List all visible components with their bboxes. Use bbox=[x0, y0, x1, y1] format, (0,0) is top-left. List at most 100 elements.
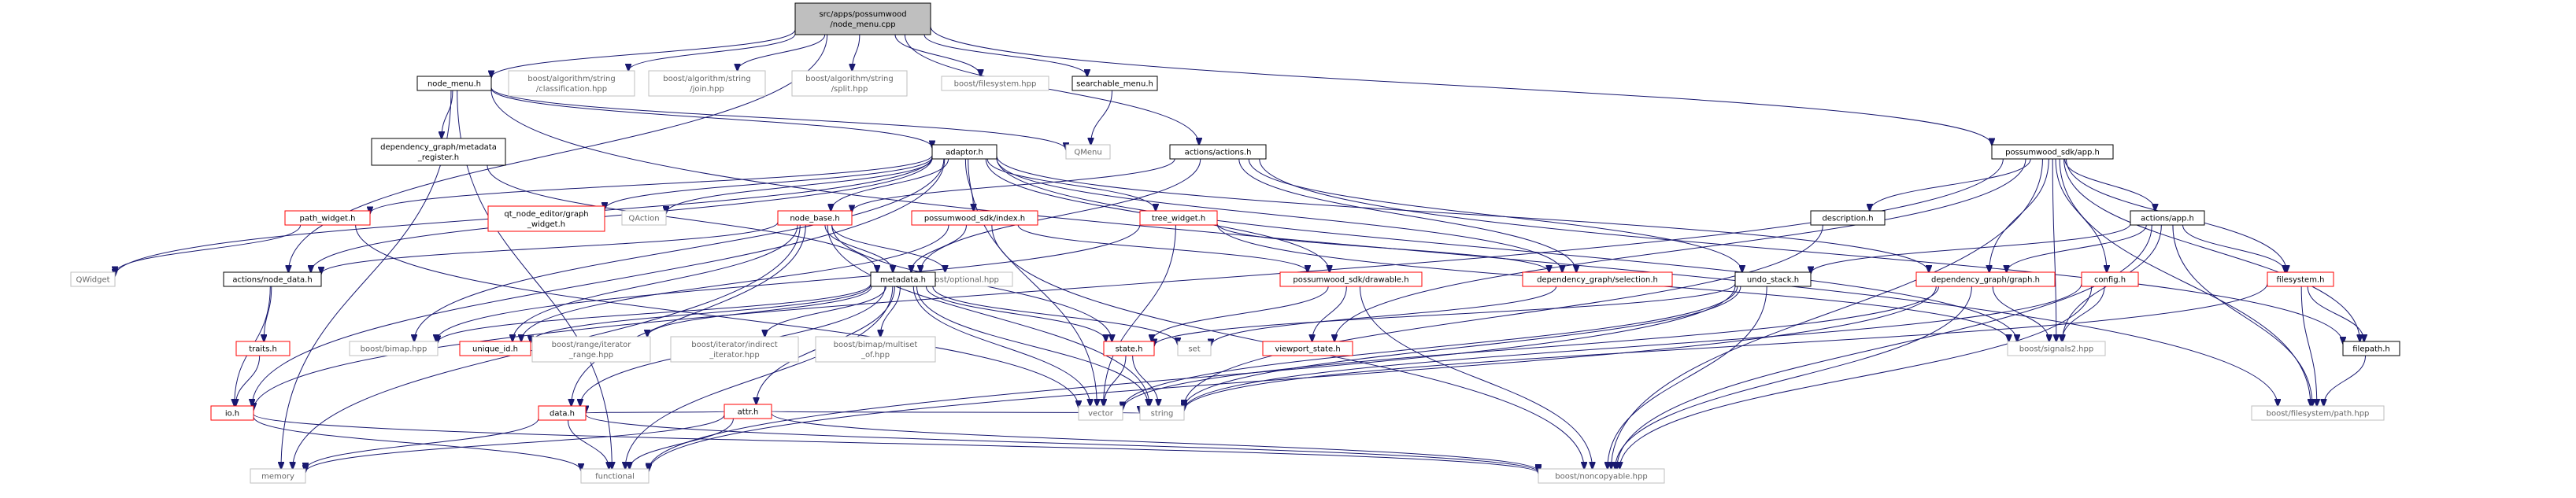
edge-undo_stack-to-state bbox=[1154, 283, 1736, 345]
node-box-sdk_app[interactable] bbox=[1991, 144, 2114, 160]
node-state[interactable]: state.h bbox=[1103, 341, 1155, 356]
node-metadata[interactable]: metadata.h bbox=[870, 271, 936, 287]
node-box-qaction bbox=[621, 210, 667, 226]
node-filepath[interactable]: filepath.h bbox=[2342, 341, 2400, 356]
node-box-dg_metadata_register[interactable] bbox=[371, 138, 506, 166]
edge-dg_graph-to-signals2 bbox=[1992, 286, 2049, 341]
edge-adaptor-to-qaction bbox=[666, 158, 933, 213]
node-actions_node_data[interactable]: actions/node_data.h bbox=[223, 271, 322, 287]
node-box-undo_stack[interactable] bbox=[1734, 271, 1812, 287]
node-box-viewport_state[interactable] bbox=[1262, 341, 1353, 356]
edge-undo_stack-to-noncopyable bbox=[1608, 286, 1767, 469]
node-memory: memory bbox=[250, 468, 306, 484]
node-dg_metadata_register[interactable]: dependency_graph/metadata_register.h bbox=[371, 138, 506, 166]
node-io[interactable]: io.h bbox=[210, 405, 254, 421]
node-label-qaction-line-0: QAction bbox=[628, 215, 659, 223]
node-box-memory bbox=[250, 468, 306, 484]
node-box-actions_app[interactable] bbox=[2130, 210, 2205, 226]
node-box-path_widget[interactable] bbox=[284, 210, 371, 226]
node-sdk_drawable[interactable]: possumwood_sdk/drawable.h bbox=[1279, 271, 1423, 287]
edge-actions_actions-to-node_base bbox=[852, 158, 1175, 212]
node-box-actions_node_data[interactable] bbox=[223, 271, 322, 287]
edge-adaptor-to-tree_widget bbox=[986, 158, 1156, 211]
node-label-actions_app-line-0: actions/app.h bbox=[2141, 215, 2194, 223]
edge-node_menu-to-dg_metadata_register bbox=[442, 90, 453, 138]
node-box-data[interactable] bbox=[538, 405, 587, 421]
edge-root-to-sdk_app bbox=[930, 26, 1992, 146]
node-description[interactable]: description.h bbox=[1810, 210, 1886, 226]
node-box-state[interactable] bbox=[1103, 341, 1155, 356]
node-box-io[interactable] bbox=[210, 405, 254, 421]
node-box-node_base[interactable] bbox=[777, 210, 853, 226]
node-box-actions_actions[interactable] bbox=[1169, 144, 1267, 160]
node-label-string-line-0: string bbox=[1151, 410, 1174, 419]
node-label-vector-line-0: vector bbox=[1088, 410, 1114, 419]
node-label-functional-line-0: functional bbox=[595, 473, 635, 481]
node-box-attr[interactable] bbox=[724, 404, 772, 419]
node-attr[interactable]: attr.h bbox=[724, 404, 772, 419]
node-actions_actions[interactable]: actions/actions.h bbox=[1169, 144, 1267, 160]
node-label-traits-line-0: traits.h bbox=[249, 345, 277, 354]
node-undo_stack[interactable]: undo_stack.h bbox=[1734, 271, 1812, 287]
node-box-description[interactable] bbox=[1810, 210, 1886, 226]
node-viewport_state[interactable]: viewport_state.h bbox=[1262, 341, 1353, 356]
node-box-root[interactable] bbox=[794, 2, 931, 35]
dependency-edges bbox=[115, 26, 2366, 474]
node-box-filesystem_h[interactable] bbox=[2267, 271, 2334, 287]
node-root[interactable]: src/apps/possumwood/node_menu.cpp bbox=[794, 2, 931, 35]
edge-node_menu-to-qmenu bbox=[490, 87, 1066, 149]
node-box-searchable_menu[interactable] bbox=[1071, 76, 1158, 91]
edge-filesystem_h-to-filepath bbox=[2307, 286, 2364, 341]
edge-io-to-noncopyable bbox=[253, 413, 1538, 473]
node-label-classification-line-0: boost/algorithm/string bbox=[527, 75, 615, 83]
node-node_base[interactable]: node_base.h bbox=[777, 210, 853, 226]
node-signals2: boost/signals2.hpp bbox=[2007, 341, 2106, 356]
node-box-dg_selection[interactable] bbox=[1522, 271, 1673, 287]
node-filesystem_h[interactable]: filesystem.h bbox=[2267, 271, 2334, 287]
node-dg_selection[interactable]: dependency_graph/selection.h bbox=[1522, 271, 1673, 287]
node-searchable_menu[interactable]: searchable_menu.h bbox=[1071, 76, 1158, 91]
node-label-unique_id-line-0: unique_id.h bbox=[472, 345, 518, 354]
edge-metadata-to-boost_bimap bbox=[438, 283, 872, 343]
node-node_menu[interactable]: node_menu.h bbox=[416, 76, 492, 91]
edge-root-to-actions_actions bbox=[904, 34, 1199, 145]
edge-actions_app-to-bfs_path bbox=[2172, 224, 2312, 406]
node-traits[interactable]: traits.h bbox=[235, 341, 291, 356]
node-sdk_index[interactable]: possumwood_sdk/index.h bbox=[911, 210, 1038, 226]
node-adaptor[interactable]: adaptor.h bbox=[931, 144, 997, 160]
node-box-dg_graph[interactable] bbox=[1915, 271, 2056, 287]
node-box-qt_graph_widget[interactable] bbox=[487, 205, 605, 232]
node-box-traits[interactable] bbox=[235, 341, 291, 356]
node-box-unique_id[interactable] bbox=[459, 341, 531, 356]
node-box-tree_widget[interactable] bbox=[1139, 210, 1218, 226]
node-box-adaptor[interactable] bbox=[931, 144, 997, 160]
node-box-bfs bbox=[941, 76, 1049, 91]
edge-config-to-string bbox=[1184, 283, 2082, 410]
node-box-qmenu bbox=[1065, 144, 1111, 160]
edge-traits-to-io bbox=[235, 355, 261, 406]
node-vector: vector bbox=[1078, 405, 1123, 421]
node-sdk_app[interactable]: possumwood_sdk/app.h bbox=[1991, 144, 2114, 160]
node-box-filepath[interactable] bbox=[2342, 341, 2400, 356]
edge-node_menu-to-adaptor bbox=[490, 88, 932, 147]
edge-sdk_app-to-dg_graph bbox=[1989, 158, 2049, 272]
edge-data-to-functional bbox=[568, 419, 609, 469]
edge-root-to-classification bbox=[628, 33, 796, 71]
node-box-sdk_drawable[interactable] bbox=[1279, 271, 1423, 287]
node-box-sdk_index[interactable] bbox=[911, 210, 1038, 226]
node-path_widget[interactable]: path_widget.h bbox=[284, 210, 371, 226]
node-box-node_menu[interactable] bbox=[416, 76, 492, 91]
edge-io-to-functional bbox=[253, 416, 581, 470]
node-qt_graph_widget[interactable]: qt_node_editor/graph_widget.h bbox=[487, 205, 605, 232]
node-data[interactable]: data.h bbox=[538, 405, 587, 421]
node-tree_widget[interactable]: tree_widget.h bbox=[1139, 210, 1218, 226]
edge-root-to-split bbox=[852, 34, 861, 71]
node-box-config[interactable] bbox=[2081, 271, 2139, 287]
node-label-node_base-line-0: node_base.h bbox=[790, 215, 839, 223]
node-dg_graph[interactable]: dependency_graph/graph.h bbox=[1915, 271, 2056, 287]
node-config[interactable]: config.h bbox=[2081, 271, 2139, 287]
node-label-join-line-0: boost/algorithm/string bbox=[663, 75, 750, 83]
node-unique_id[interactable]: unique_id.h bbox=[459, 341, 531, 356]
node-actions_app[interactable]: actions/app.h bbox=[2130, 210, 2205, 226]
node-box-metadata[interactable] bbox=[870, 271, 936, 287]
